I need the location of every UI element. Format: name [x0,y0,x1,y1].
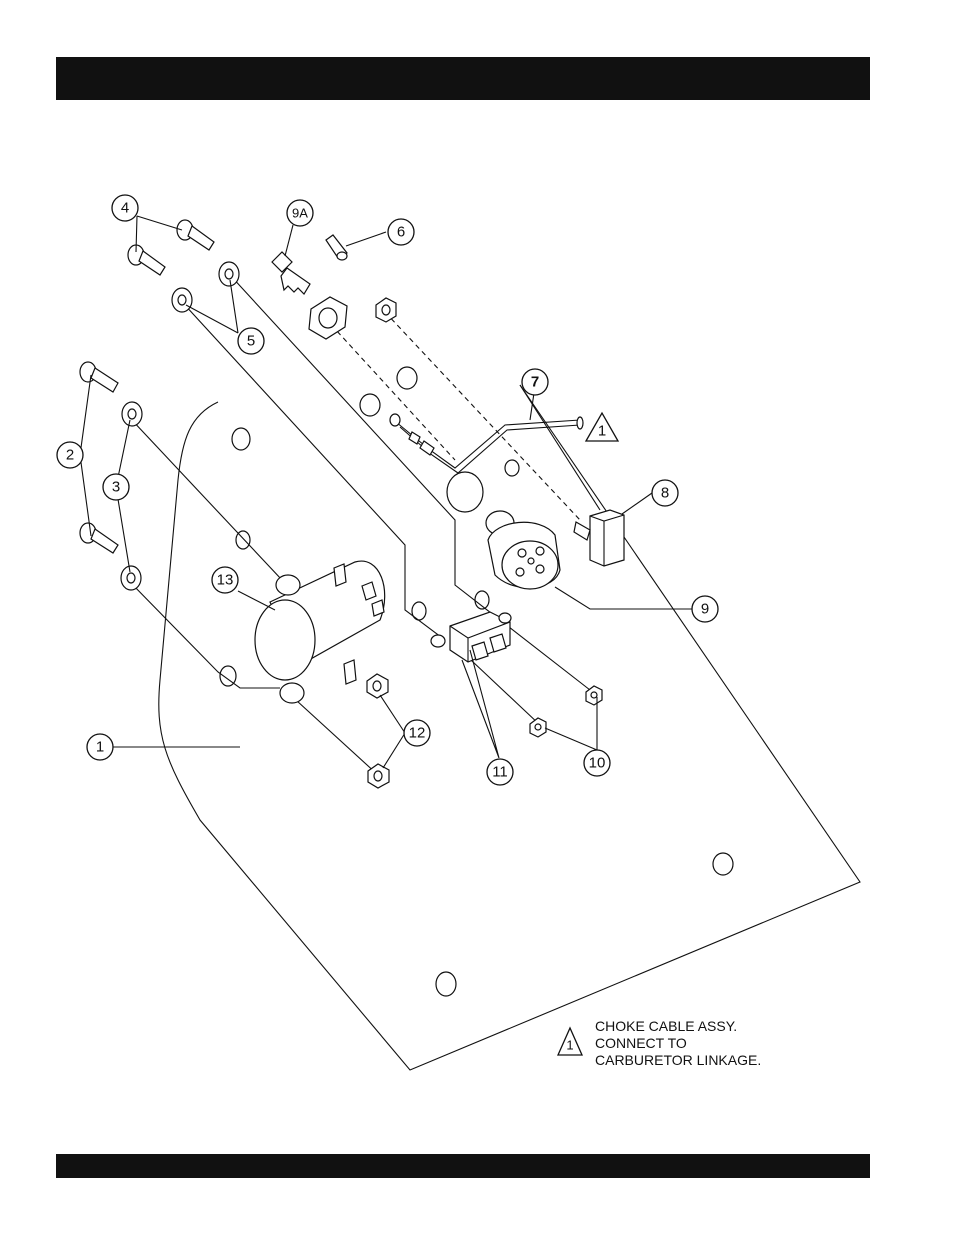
svg-text:3: 3 [112,479,120,496]
ignition-switch [486,511,560,589]
callout-1: 1 [87,734,113,760]
toggle-switch [574,510,624,566]
svg-text:1: 1 [96,739,104,756]
bolt [80,523,118,553]
ignition-key [272,252,310,294]
choke-cable-note: CHOKE CABLE ASSY. CONNECT TO CARBURETOR … [595,1018,761,1069]
callout-9: 9 [692,596,718,622]
svg-text:7: 7 [531,374,539,391]
svg-text:1: 1 [566,1038,573,1053]
svg-text:9: 9 [701,601,709,618]
callout-2: 2 [57,442,83,468]
note-line: CONNECT TO [595,1035,761,1052]
bolt [80,362,118,392]
callout-13: 13 [212,567,238,593]
callout-10: 10 [584,750,610,776]
warning-triangle-icon: 1 [586,413,618,441]
washer [121,566,141,590]
hex-nut [530,718,546,737]
washer [122,402,142,426]
choke-cable [390,414,583,473]
bolt [128,245,165,275]
svg-text:11: 11 [492,764,508,781]
bolt [177,220,214,250]
note-triangle-icon: 1 [558,1028,582,1055]
svg-text:12: 12 [409,725,426,742]
hex-nut [367,674,388,698]
svg-text:6: 6 [397,224,405,241]
callout-12: 12 [404,720,430,746]
svg-text:13: 13 [217,572,234,589]
note-line: CHOKE CABLE ASSY. [595,1018,761,1035]
svg-text:9A: 9A [292,206,308,221]
svg-text:2: 2 [66,447,74,464]
choke-knob [326,235,347,260]
svg-text:10: 10 [589,755,606,772]
callout-9a: 9A [287,200,313,226]
callout-3: 3 [103,474,129,500]
washer [219,262,239,286]
callout-11: 11 [487,759,513,785]
hex-nut [376,298,396,322]
callout-4: 4 [112,195,138,221]
callout-7: 7 [522,369,548,395]
note-line: CARBURETOR LINKAGE. [595,1052,761,1069]
washer [172,288,192,312]
starter-solenoid [255,561,385,703]
svg-text:8: 8 [661,485,669,502]
callout-6: 6 [388,219,414,245]
svg-text:1: 1 [598,423,606,440]
callout-8: 8 [652,480,678,506]
svg-text:5: 5 [247,333,255,350]
callout-5: 5 [238,328,264,354]
control-panel-plate [159,367,860,1070]
svg-text:4: 4 [121,200,129,217]
hex-nut [368,764,389,788]
hex-nut [309,297,347,339]
